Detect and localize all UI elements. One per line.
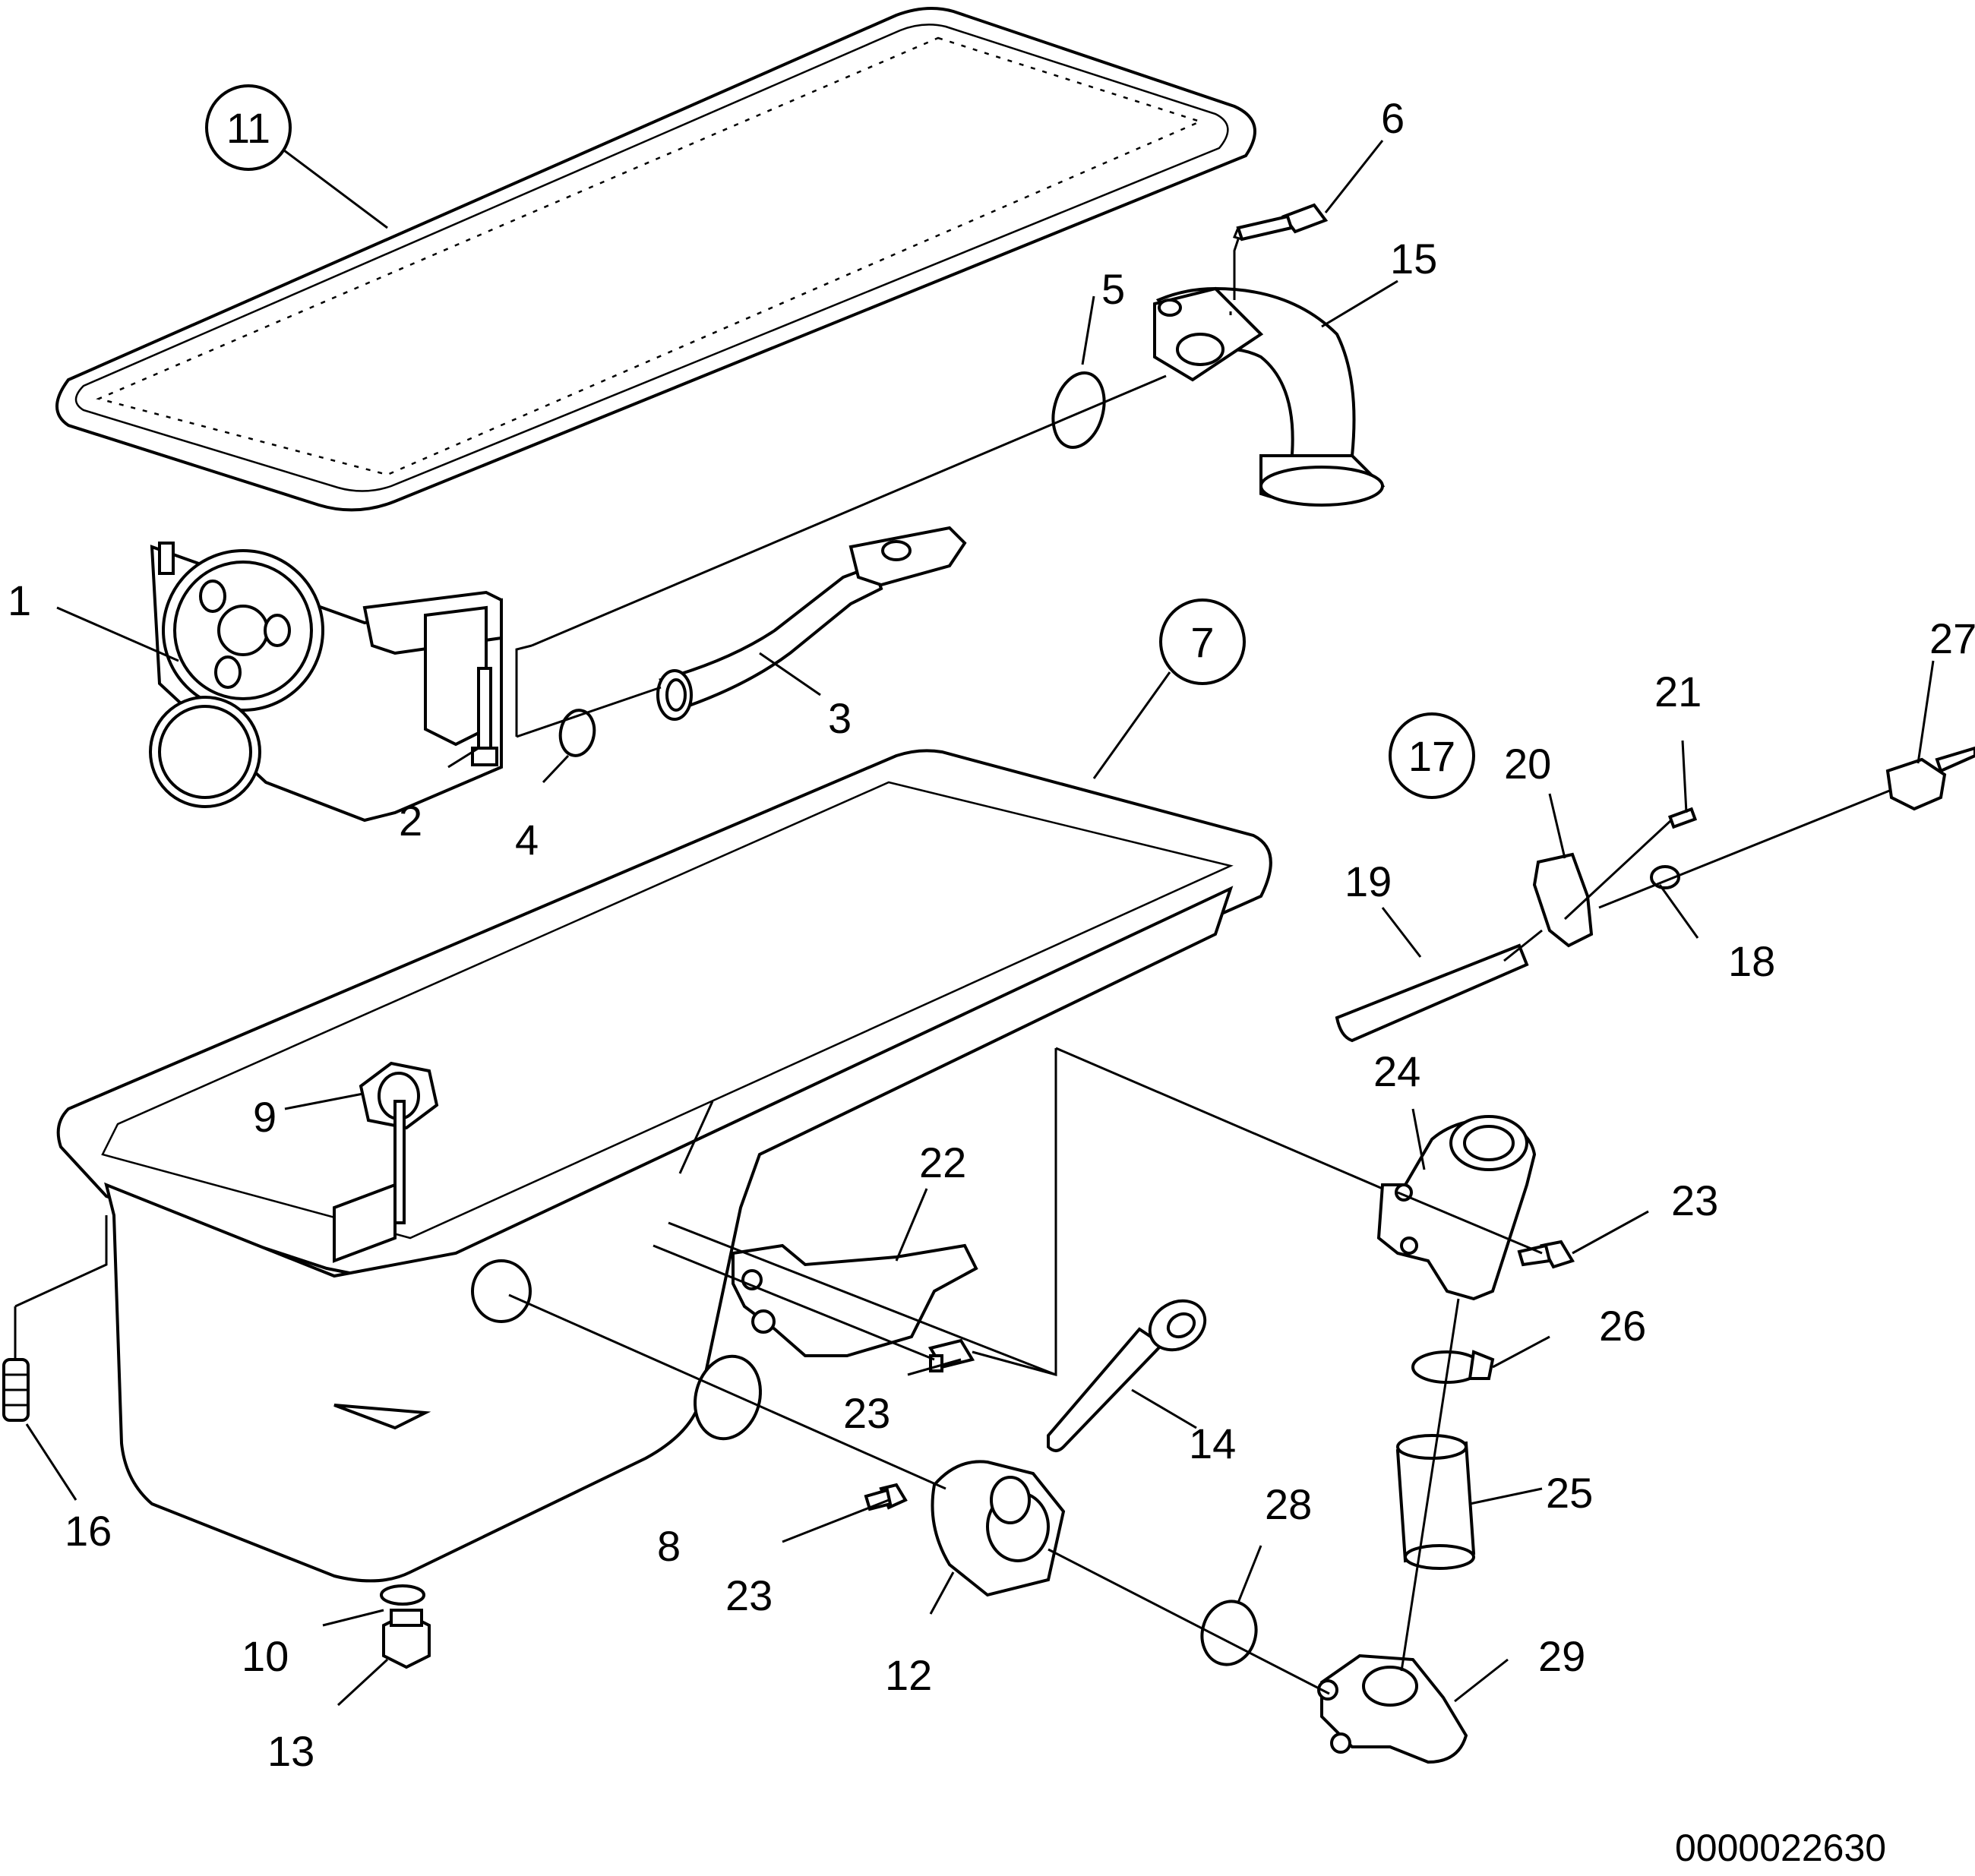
callout-15: 15 [1390,235,1437,283]
callout-18: 18 [1728,937,1775,985]
part-27-dipstick [1598,746,1975,909]
callout-labels: 1 2 3 4 5 6 7 8 9 10 11 12 13 14 15 16 1… [8,94,1975,1775]
callout-5: 5 [1101,265,1125,313]
leader-lines [14,140,1935,1707]
callout-17-circle [1389,712,1475,799]
part-11-gasket [55,7,1256,512]
part-2-bolt [471,667,498,766]
part-5-o-ring [1051,371,1106,450]
callout-26: 26 [1599,1302,1646,1350]
part-23-bolt-b [1517,1240,1575,1269]
part-25-filter-sleeve [1395,1434,1476,1570]
callout-3: 3 [828,694,852,742]
callout-9: 9 [253,1093,276,1141]
part-16-plug [2,1358,30,1422]
callout-6: 6 [1381,94,1405,142]
part-15-suction-pipe [1153,286,1386,507]
part-24-filter-housing [1376,1115,1537,1301]
callout-25: 25 [1546,1469,1593,1517]
callout-23a: 23 [843,1389,890,1437]
callout-1: 1 [8,576,31,624]
callout-23c: 23 [725,1571,773,1619]
part-4-o-ring [558,709,596,757]
drawing-number: 0000022630 [1675,1827,1886,1869]
part-9-nut [359,1061,439,1224]
part-10-sealing-ring [380,1584,425,1606]
part-7-oil-sump [56,749,1272,1583]
callout-29: 29 [1538,1632,1585,1680]
part-26-clamp [1411,1350,1495,1384]
part-29-adapter [1317,1653,1468,1764]
callout-20: 20 [1504,740,1551,788]
callout-11: 11 [226,104,270,152]
callout-11-circle [205,84,292,171]
callout-10: 10 [242,1632,289,1680]
callout-24: 24 [1373,1047,1420,1095]
part-3-oil-pipe [656,526,967,721]
callout-12: 12 [885,1651,932,1699]
callout-21: 21 [1654,668,1702,715]
callout-28: 28 [1265,1480,1312,1528]
callout-19: 19 [1345,857,1392,905]
callout-23b: 23 [1671,1176,1718,1224]
part-1-oil-pump [149,542,503,823]
part-14-dipstick [1047,1299,1207,1452]
part-20-bracket [1532,852,1594,948]
callout-16: 16 [65,1507,112,1555]
callout-22: 22 [919,1139,966,1186]
callout-17: 17 [1408,732,1455,780]
callout-7: 7 [1190,618,1214,666]
part-13-drain-plug [382,1609,431,1669]
callout-14: 14 [1189,1420,1236,1467]
part-6-bolt [1232,203,1329,242]
part-28-sealing-ring [1200,1600,1258,1666]
callout-8: 8 [657,1522,681,1570]
callout-27: 27 [1929,614,1975,662]
callout-2: 2 [399,797,422,845]
part-12-connector [931,1460,1066,1597]
callout-13: 13 [267,1727,314,1775]
part-21-bolt [1667,807,1698,829]
callout-7-circle [1159,598,1246,685]
callout-4: 4 [515,816,539,864]
part-19-tube [1335,943,1529,1043]
